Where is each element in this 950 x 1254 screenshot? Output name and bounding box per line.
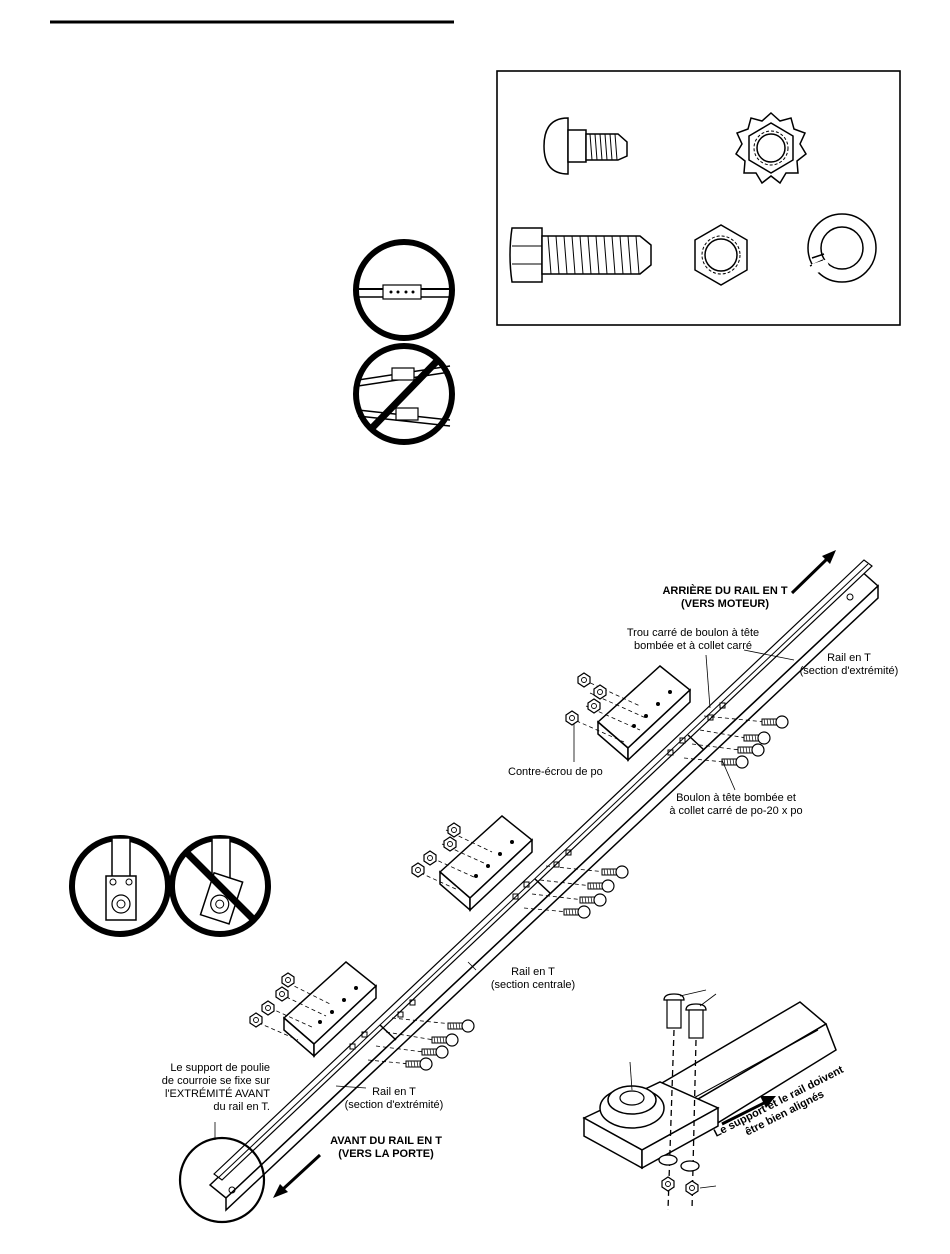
rail-joint-correct-icon [353, 239, 455, 341]
rail-end-section-bottom-label: Rail en T (section d'extrémité) [344, 1086, 444, 1111]
square-hole-label: Trou carré de boulon à tête bombée et à … [626, 627, 760, 652]
splice-plate-bottom [282, 961, 378, 1058]
front-arrow-icon [273, 1153, 322, 1198]
carriage-bolt-label: Boulon à tête bombée et à collet carré d… [669, 792, 803, 817]
carriage-bolt-icon [543, 117, 628, 175]
hex-bolt-icon [509, 227, 652, 283]
splice-plate-top [596, 665, 692, 762]
hardware-box [496, 70, 901, 326]
rail-center-section-label: Rail en T (section centrale) [490, 966, 576, 991]
hex-nut-icon [694, 224, 748, 286]
pulley-bracket-detail [582, 989, 837, 1211]
rail-end-section-top-label: Rail en T (section d'extrémité) [799, 652, 899, 677]
rear-arrow-icon [790, 550, 836, 595]
t-rail-assembly [208, 559, 880, 1212]
pulley-bracket-incorrect-icon [169, 835, 271, 937]
front-of-rail-title: AVANT DU RAIL EN T (VERS LA PORTE) [330, 1135, 442, 1160]
lock-washer-icon [807, 213, 877, 283]
lock-nut-label: Contre-écrou de po [508, 766, 603, 778]
pulley-bracket-correct-icon [69, 835, 171, 937]
rear-of-rail-title: ARRIÈRE DU RAIL EN T (VERS MOTEUR) [662, 585, 788, 610]
splice-plate-middle [438, 815, 534, 912]
rail-joint-incorrect-icon [353, 343, 455, 445]
lock-nut-icon [735, 111, 807, 185]
pulley-bracket-note: Le support de poulie de courroie se fixe… [161, 1062, 270, 1113]
front-end-highlight [178, 1136, 266, 1224]
carriage-bolts-lines [367, 715, 767, 1065]
